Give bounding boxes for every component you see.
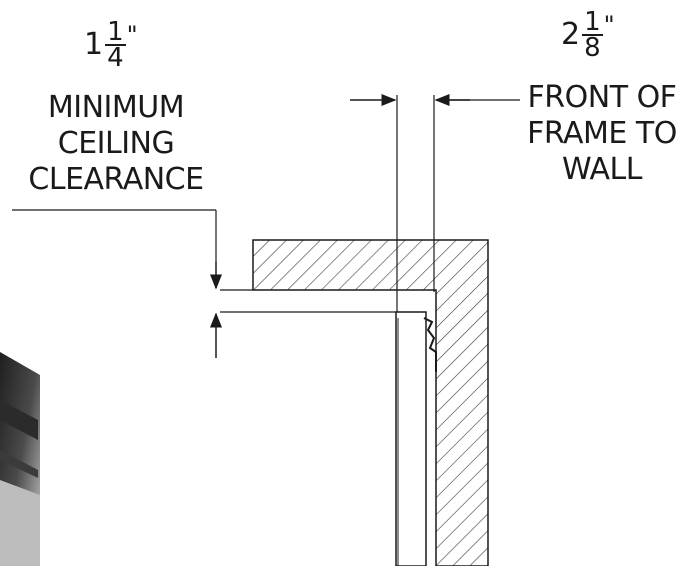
ceiling-caption-line-2: CEILING [57,126,175,161]
extension-lines [12,95,520,313]
product-render-fragment [0,352,40,566]
wall-dimension-numerator: 1 [582,7,603,37]
ceiling-caption-line-3: CLEARANCE [28,162,204,197]
front-of-frame-caption: FRONT OF FRAME TO WALL [512,80,692,188]
wall-caption-line-2: FRAME TO [527,116,677,151]
wall-dimension-whole: 2 [561,17,581,52]
frame-profile [395,311,437,566]
ceiling-dimension-whole: 1 [84,27,104,62]
ceiling-dimension-numerator: 1 [105,17,126,47]
ceiling-wall-section [252,239,489,566]
dimension-arrows [210,94,470,358]
ceiling-dimension-denominator: 4 [107,43,124,73]
wall-dimension-unit: " [603,11,615,39]
ceiling-caption-line-1: MINIMUM [47,90,185,125]
wall-caption-line-1: FRONT OF [527,80,677,115]
ceiling-dimension-unit: " [126,21,138,49]
ceiling-clearance-caption: MINIMUM CEILING CLEARANCE [6,90,226,198]
wall-caption-line-3: WALL [562,152,642,187]
wall-dimension-denominator: 8 [584,33,601,63]
